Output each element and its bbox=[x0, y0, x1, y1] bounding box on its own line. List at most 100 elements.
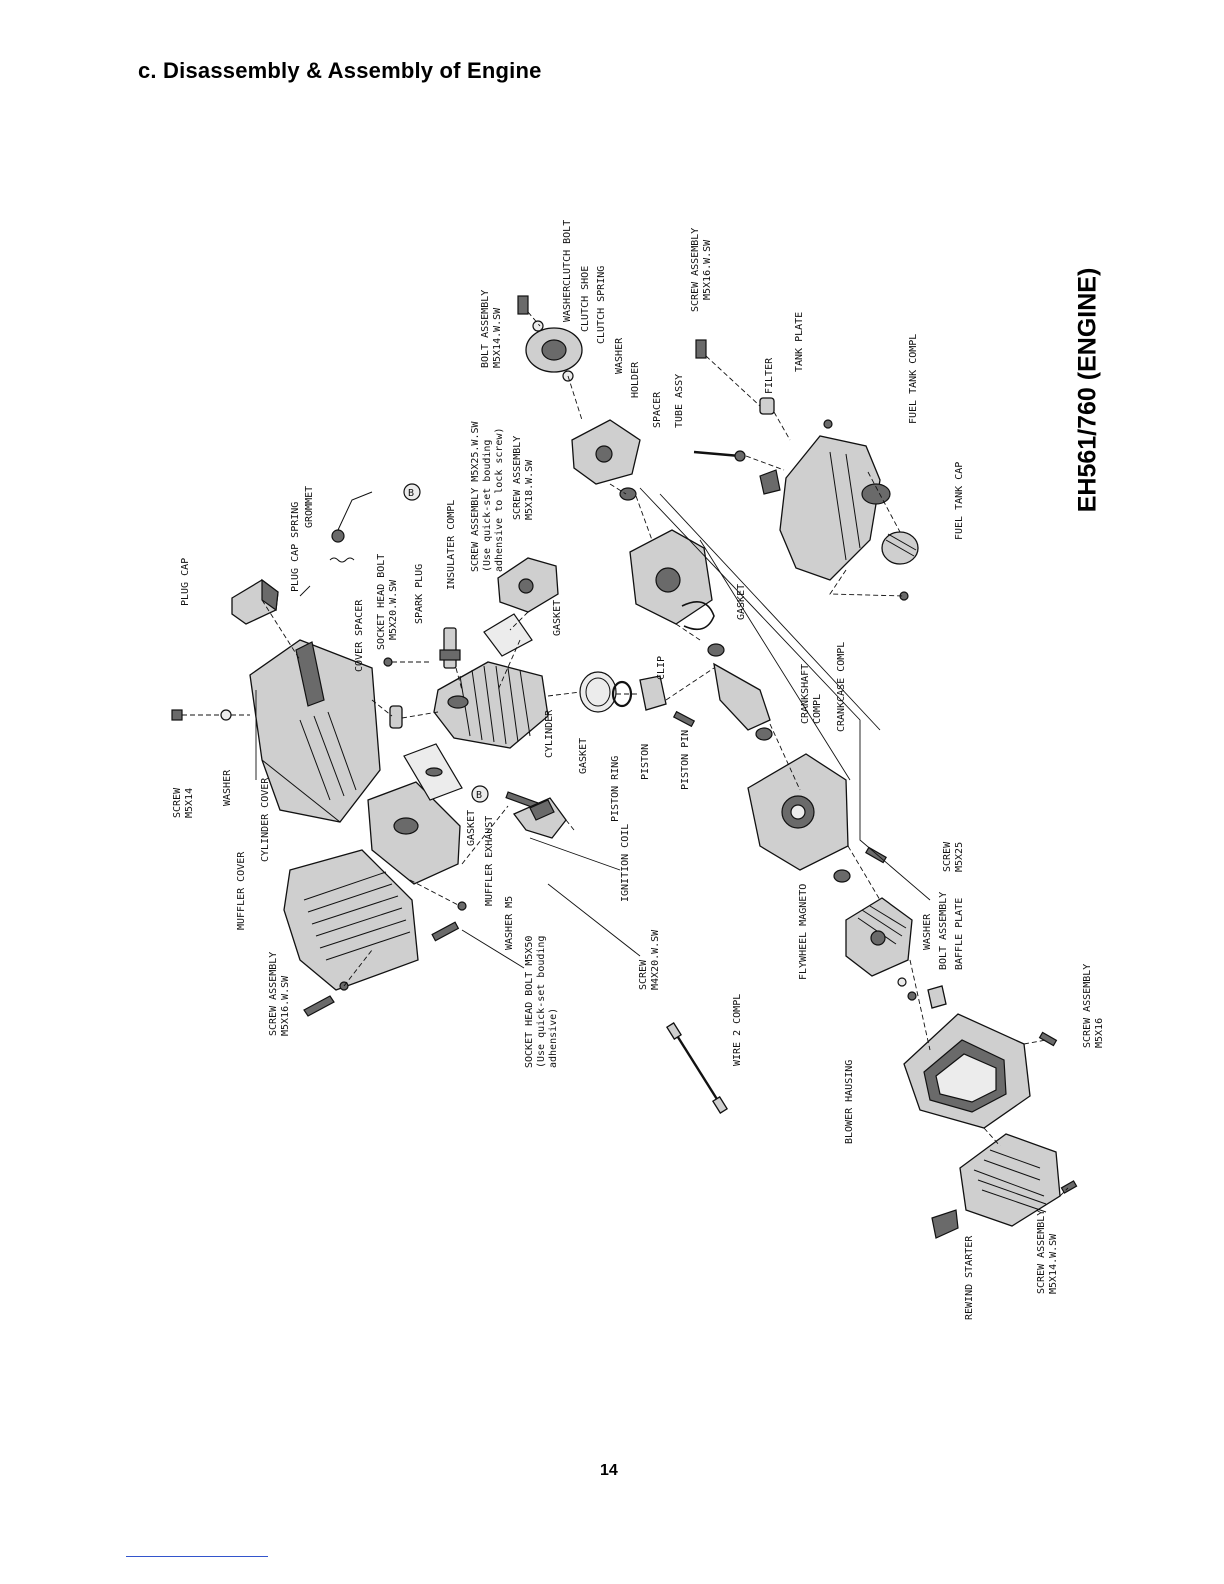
label-washer-clutch: WASHER bbox=[562, 285, 573, 322]
part-labels: PLUG CAP PLUG CAP SPRING GROMMET SCREW M… bbox=[172, 220, 1105, 1320]
label-cylinder-cover: CYLINDER COVER bbox=[260, 777, 271, 862]
label-wire-2-compl: WIRE 2 COMPL bbox=[732, 994, 743, 1066]
clutch-shoe-part bbox=[525, 327, 583, 373]
label-gasket-top: GASKET bbox=[552, 600, 563, 636]
insulater-part bbox=[497, 557, 559, 613]
crankshaft-part bbox=[707, 643, 773, 741]
label-washer-holder: WASHER bbox=[614, 337, 625, 374]
filter-part bbox=[759, 397, 775, 415]
label-socket-head-bolt-m5x50-1: SOCKET HEAD BOLT M5X50 bbox=[524, 936, 535, 1068]
rewind-starter-part bbox=[931, 1133, 1061, 1239]
marker-b-bottom-label: B bbox=[476, 790, 482, 801]
label-washer-m5: WASHER M5 bbox=[504, 896, 515, 950]
label-screw-m5x25-1: SCREW bbox=[942, 841, 953, 872]
label-screw-assembly-m5x25-2: (Use quick-set bouding bbox=[482, 440, 493, 572]
label-crankshaft-compl-1: CRANKSHAFT bbox=[800, 664, 811, 724]
label-cover-spacer: COVER SPACER bbox=[354, 599, 365, 672]
blower-housing-part bbox=[903, 1013, 1031, 1129]
bolt-assembly-part bbox=[897, 977, 917, 1001]
label-flywheel-magneto: FLYWHEEL MAGNETO bbox=[798, 884, 809, 980]
label-muffler-cover: MUFFLER COVER bbox=[236, 851, 247, 930]
label-filter: FILTER bbox=[764, 357, 775, 394]
fuel-tank-part bbox=[779, 435, 891, 581]
label-screw-assembly-m5x14-2: M5X14.W.SW bbox=[1048, 1233, 1059, 1294]
label-ignition-coil: IGNITION COIL bbox=[620, 824, 631, 902]
marker-b-top-label: B bbox=[408, 488, 414, 499]
label-screw-m5x14-2: M5X14 bbox=[184, 788, 195, 818]
clutch-bolt-part bbox=[517, 295, 529, 315]
label-fuel-tank-compl: FUEL TANK COMPL bbox=[908, 334, 919, 424]
cylinder-part bbox=[433, 661, 549, 749]
holder-part bbox=[571, 419, 641, 485]
assembly-lines bbox=[255, 311, 1069, 1197]
screw-m5x14-part bbox=[171, 709, 250, 721]
label-tube-assy: TUBE ASSY bbox=[674, 374, 685, 428]
label-socket-head-bolt-m5x50-3: adhensive) bbox=[548, 1008, 559, 1068]
screw-assembly-m5x16-tank-part bbox=[695, 339, 707, 359]
label-screw-assembly-tank-1: SCREW ASSEMBLY bbox=[690, 228, 701, 312]
label-blower-housing: BLOWER HAUSING bbox=[844, 1060, 855, 1144]
screw-assembly-m5x16-left-part bbox=[303, 981, 349, 1017]
gasket-top-part bbox=[483, 613, 533, 657]
cylinder-cover-part bbox=[249, 639, 381, 823]
label-gasket-muffler: GASKET bbox=[466, 810, 477, 846]
screw-assembly-m5x14-starter-part bbox=[1060, 1180, 1078, 1194]
plug-cap-spring-part bbox=[329, 491, 373, 563]
spark-plug-part bbox=[439, 627, 461, 669]
label-clutch-bolt: CLUTCH BOLT bbox=[562, 220, 573, 286]
cylinder-gasket-part bbox=[579, 671, 617, 713]
label-screw-m5x25-2: M5X25 bbox=[954, 842, 965, 872]
plug-cap-part bbox=[231, 578, 279, 625]
tube-assy-part bbox=[693, 450, 746, 462]
label-screw-assembly-m5x16-1: SCREW ASSEMBLY bbox=[1082, 964, 1093, 1048]
footer-rule bbox=[126, 1556, 268, 1557]
label-spacer: SPACER bbox=[652, 391, 663, 428]
label-screw-assembly-m5x16-w-1: SCREW ASSEMBLY bbox=[268, 952, 279, 1036]
label-screw-assembly-m5x18-1: SCREW ASSEMBLY bbox=[512, 436, 523, 520]
label-gasket-cylinder: GASKET bbox=[578, 738, 589, 774]
page-heading: c. Disassembly & Assembly of Engine bbox=[138, 58, 542, 83]
label-muffler-exhaust: MUFFLER EXHAUST bbox=[484, 816, 495, 906]
label-spark-plug: SPARK PLUG bbox=[414, 564, 425, 624]
label-crankcase-compl: CRANKCASE COMPL bbox=[836, 642, 847, 732]
label-insulater-compl: INSULATER COMPL bbox=[446, 500, 457, 590]
label-screw-assembly-m5x25-1: SCREW ASSEMBLY M5X25.W.SW bbox=[470, 421, 481, 572]
piston-ring-part bbox=[611, 680, 633, 708]
label-screw-m4x20-1: SCREW bbox=[638, 959, 649, 990]
label-piston: PISTON bbox=[640, 744, 651, 780]
label-grommet: GROMMET bbox=[304, 486, 315, 528]
label-baffle-plate: BAFFLE PLATE bbox=[954, 898, 965, 970]
muffler-cover-part bbox=[283, 849, 419, 991]
wire-2-compl-part bbox=[666, 1022, 728, 1114]
piston-part bbox=[639, 675, 667, 711]
label-plug-cap: PLUG CAP bbox=[180, 558, 191, 606]
label-bolt-assembly-m5x14-2: M5X14.W.SW bbox=[492, 307, 503, 368]
spacer-part bbox=[619, 487, 637, 501]
label-screw-assembly-m5x18-2: M5X18.W.SW bbox=[524, 459, 535, 520]
gasket-crankcase-part bbox=[681, 600, 715, 631]
label-screw-assembly-m5x14-1: SCREW ASSEMBLY bbox=[1036, 1210, 1047, 1294]
baffle-plate-part bbox=[927, 985, 947, 1009]
label-screw-assembly-m5x25-3: adhensive to lock screw) bbox=[494, 428, 505, 573]
crankcase-upper-part bbox=[629, 529, 713, 625]
cover-spacer-part bbox=[389, 705, 403, 729]
muffler-part bbox=[367, 781, 461, 885]
label-bolt-assembly: BOLT ASSEMBLY bbox=[938, 892, 949, 970]
fuel-tank-bolt-part bbox=[823, 419, 909, 601]
label-clutch-spring: CLUTCH SPRING bbox=[596, 266, 607, 344]
socket-head-bolt-m5x50-part bbox=[431, 901, 467, 942]
label-socket-head-bolt-m5x20-2: M5X20.W.SW bbox=[388, 579, 399, 640]
screw-assembly-m5x16-right-part bbox=[1038, 1031, 1058, 1047]
ignition-coil-part bbox=[512, 797, 567, 839]
label-clutch-shoe: CLUTCH SHOE bbox=[580, 266, 591, 332]
label-screw-assembly-tank-2: M5X16.W.SW bbox=[702, 239, 713, 300]
tank-plate-part bbox=[759, 469, 781, 495]
piston-pin-part bbox=[672, 710, 696, 728]
label-rewind-starter: REWIND STARTER bbox=[964, 1235, 975, 1320]
label-washer-flywheel: WASHER bbox=[922, 913, 933, 950]
label-fuel-tank-cap: FUEL TANK CAP bbox=[954, 462, 965, 540]
page-number: 14 bbox=[600, 1462, 618, 1479]
label-screw-assembly-m5x16-w-2: M5X16.W.SW bbox=[280, 975, 291, 1036]
label-screw-assembly-m5x16-2: M5X16 bbox=[1094, 1018, 1105, 1048]
